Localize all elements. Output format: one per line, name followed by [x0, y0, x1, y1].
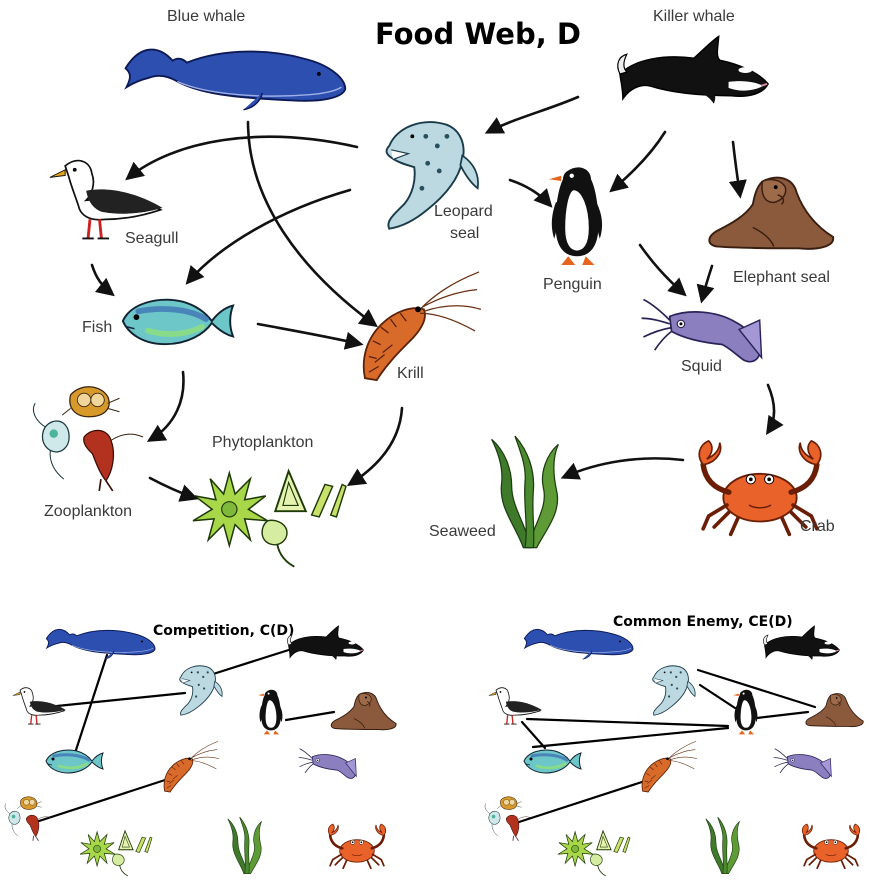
label-zooplankton: Zooplankton	[44, 503, 132, 520]
main-food-web: Food Web, D Blue whale Killer whale Leop…	[33, 8, 834, 567]
arrow-leopard-seal-penguin	[510, 180, 550, 205]
seaweed-image	[492, 436, 559, 548]
common-enemy-penguin	[733, 690, 757, 735]
label-krill: Krill	[397, 365, 424, 382]
arrow-zooplankton-phytoplankton	[150, 478, 195, 498]
competition-squid	[299, 749, 357, 779]
arrow-killer-whale-penguin	[612, 132, 665, 190]
competition-panel: Competition, C(D)	[5, 623, 396, 876]
figure-title: Food Web, D	[375, 17, 581, 51]
common-enemy-phytoplankton	[558, 831, 630, 876]
competition-fish	[46, 750, 103, 773]
label-leopard-seal-2: seal	[450, 225, 479, 242]
arrow-killer-whale-leopard-seal	[488, 97, 578, 132]
competition-elephant-seal	[331, 693, 396, 730]
common-enemy-fish	[524, 750, 581, 773]
edge-penguin-elephant-seal	[286, 712, 334, 720]
competition-penguin	[258, 690, 282, 735]
label-penguin: Penguin	[543, 276, 602, 293]
arrow-leopard-seal-fish	[188, 190, 350, 282]
competition-phytoplankton	[80, 831, 152, 876]
arrow-elephant-seal-squid	[702, 266, 712, 300]
edge-zooplankton-krill	[36, 780, 165, 822]
killer-whale-image	[618, 36, 768, 103]
label-fish: Fish	[82, 319, 112, 336]
edge-seagull-leopard-seal	[57, 693, 185, 706]
edge-penguin-elephant-seal	[757, 712, 808, 718]
competition-seagull	[13, 688, 66, 724]
edge-seagull-fish	[522, 722, 545, 748]
label-squid: Squid	[681, 358, 722, 375]
edge-seagull-penguin	[527, 719, 728, 726]
arrow-killer-whale-elephant-seal	[733, 142, 740, 195]
blue-whale-image	[126, 50, 346, 110]
common-enemy-seaweed	[706, 817, 740, 874]
common-enemy-title: Common Enemy, CE(D)	[613, 614, 793, 630]
competition-killer-whale	[287, 626, 363, 660]
penguin-image	[549, 167, 602, 265]
label-elephant-seal: Elephant seal	[733, 269, 830, 286]
squid-image	[642, 300, 762, 362]
seagull-image	[50, 161, 163, 239]
common-enemy-killer-whale	[763, 626, 839, 660]
label-blue-whale: Blue whale	[167, 8, 245, 25]
competition-title: Competition, C(D)	[153, 623, 294, 639]
label-seagull: Seagull	[125, 230, 178, 247]
label-leopard-seal-1: Leopard	[434, 203, 493, 220]
common-enemy-krill	[642, 741, 697, 792]
elephant-seal-image	[709, 178, 833, 249]
phytoplankton-image	[193, 471, 346, 567]
edge-zooplankton-krill-ce	[519, 781, 645, 822]
arrow-squid-crab	[768, 385, 774, 432]
arrow-fish-krill	[258, 324, 360, 344]
competition-blue-whale	[46, 629, 155, 659]
zooplankton-image	[33, 387, 143, 491]
arrow-fish-zooplankton	[150, 372, 183, 440]
competition-krill	[164, 741, 219, 792]
common-enemy-elephant-seal	[806, 694, 863, 727]
arrow-seagull-fish	[92, 265, 112, 294]
krill-image	[364, 272, 481, 380]
edge-leopard-seal-elephant-seal	[698, 670, 815, 707]
label-phytoplankton: Phytoplankton	[212, 434, 313, 451]
arrow-leopard-seal-seagull	[128, 137, 357, 178]
fish-image	[123, 300, 233, 344]
competition-seaweed	[228, 817, 262, 874]
arrow-crab-seaweed	[564, 458, 683, 477]
edge-leopard-seal-killer-whale	[210, 648, 295, 675]
edge-leopard-seal-penguin	[700, 685, 735, 708]
arrow-penguin-squid	[640, 245, 684, 294]
common-enemy-crab	[802, 824, 859, 868]
competition-crab	[328, 824, 385, 868]
edge-fish-penguin	[533, 728, 728, 747]
common-enemy-blue-whale	[524, 629, 633, 659]
label-seaweed: Seaweed	[429, 523, 496, 540]
common-enemy-panel: Common Enemy, CE(D)	[485, 614, 863, 876]
common-enemy-zooplankton	[485, 797, 531, 841]
label-crab: Crab	[800, 518, 835, 535]
common-enemy-leopard-seal	[653, 666, 695, 715]
label-killer-whale: Killer whale	[653, 8, 735, 25]
common-enemy-squid	[774, 749, 832, 779]
arrow-krill-phytoplankton	[350, 408, 402, 484]
